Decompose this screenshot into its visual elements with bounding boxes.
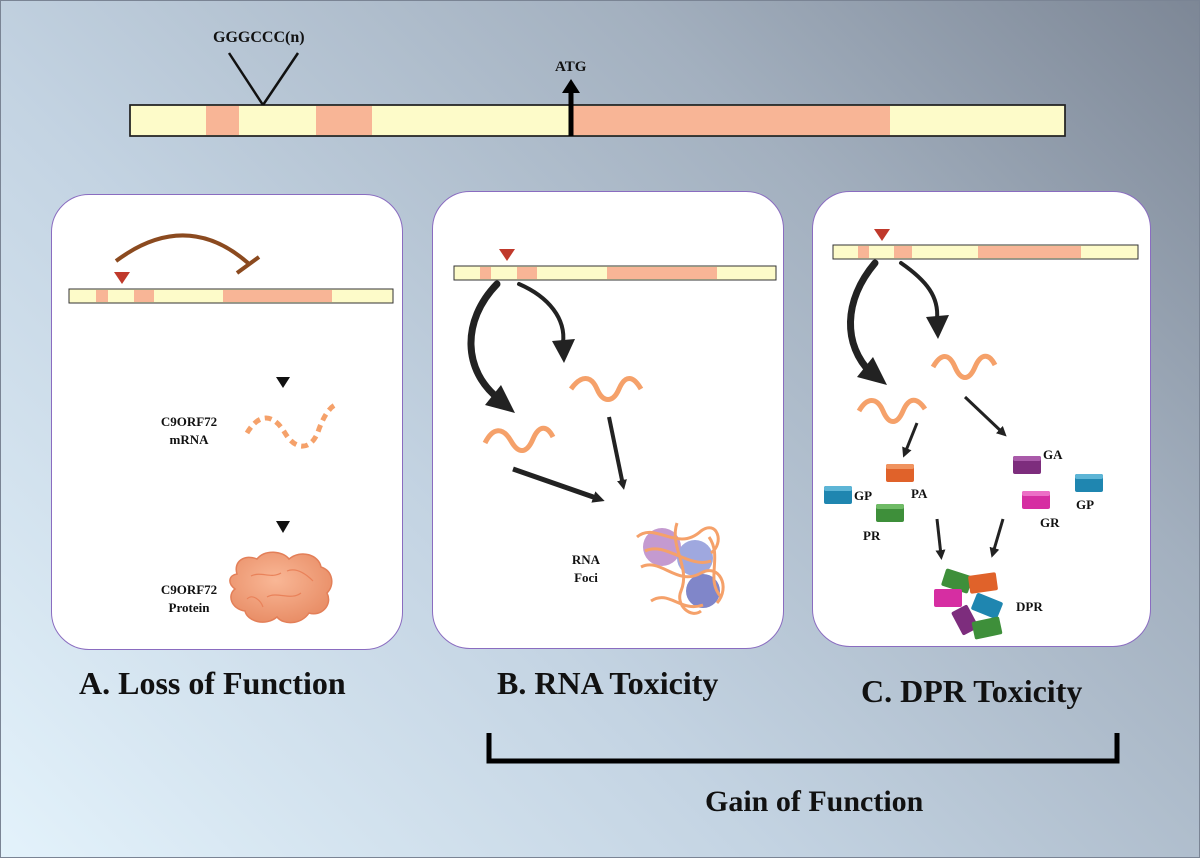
panel-b-mrna-1 [568,376,644,402]
panel-b-foci-label: RNA Foci [561,551,611,587]
dpr-label-pr: PR [863,528,881,543]
atg-start-arrow [562,79,580,136]
dpr-label-gr: GR [1040,515,1060,530]
panel-c-mrna-1 [930,353,998,380]
panel-c-arrow-to-pa [902,422,919,458]
foci-label-line1: RNA [571,552,601,567]
panel-b-mrna-2 [482,425,556,453]
start-codon-label: ATG [555,59,587,75]
panel-c-repeat-marker [874,229,890,241]
gain-of-function-label: Gain of Function [705,785,924,818]
c9orf72-protein-blob [229,551,333,624]
mrna-label-line2: mRNA [169,432,209,447]
panel-a-title: A. Loss of Function [79,665,346,701]
panel-c-mrna-2 [856,397,928,424]
dpr-label-gp-left: GP [854,488,873,503]
dpr-label-gp-right: GP [1076,497,1095,512]
panel-b-curved-arrow-left [467,280,515,413]
panel-a-dashed-arrow-2 [276,449,290,533]
protein-label-line2: Protein [168,600,210,615]
panel-a-gene-bar [68,288,394,304]
protein-label-line1: C9ORF72 [160,582,218,597]
panel-a-repeat-marker [114,272,130,284]
panel-b-arrow-to-foci-2 [607,416,627,490]
dpr-aggregate [934,568,1003,640]
panel-a-mrna-label: C9ORF72 mRNA [149,413,229,449]
panel-b-gene-bar [453,265,777,281]
panel-b-title: B. RNA Toxicity [497,665,719,701]
inhibition-arc [114,233,261,275]
dpr-label-ga: GA [1043,447,1063,462]
panel-c-arrow-to-ga [963,395,1007,437]
panel-b-repeat-marker [499,249,515,261]
gain-of-function-bracket [486,733,1120,764]
dpr-aggregate-label: DPR [1016,599,1043,614]
panel-c-gene-bar [832,244,1139,260]
dpr-label-pa: PA [911,486,928,501]
panel-b-arrow-to-foci-1 [512,466,605,503]
panel-c-arrow-to-dpr-2 [989,518,1005,558]
panel-b-curved-arrow-right [517,282,575,363]
panel-loss-of-function [51,194,403,650]
panel-a-mrna-squiggle [244,402,337,449]
rna-foci-cluster [636,522,725,615]
gene-schematic [129,104,1066,137]
repeat-insertion-marker [227,52,300,106]
mrna-label-line1: C9ORF72 [160,414,218,429]
panel-a-protein-label: C9ORF72 Protein [149,581,229,617]
foci-label-line2: Foci [574,570,598,585]
panel-c-title: C. DPR Toxicity [861,673,1083,709]
repeat-expansion-label: GGGCCC(n) [213,29,305,46]
panel-c-arrow-to-dpr-1 [935,518,946,560]
panel-a-dashed-arrow-1 [276,313,290,388]
panel-c-curved-arrow-right [899,261,949,339]
dpr-proteins [824,456,1103,522]
panel-c-curved-arrow-left [847,259,887,385]
